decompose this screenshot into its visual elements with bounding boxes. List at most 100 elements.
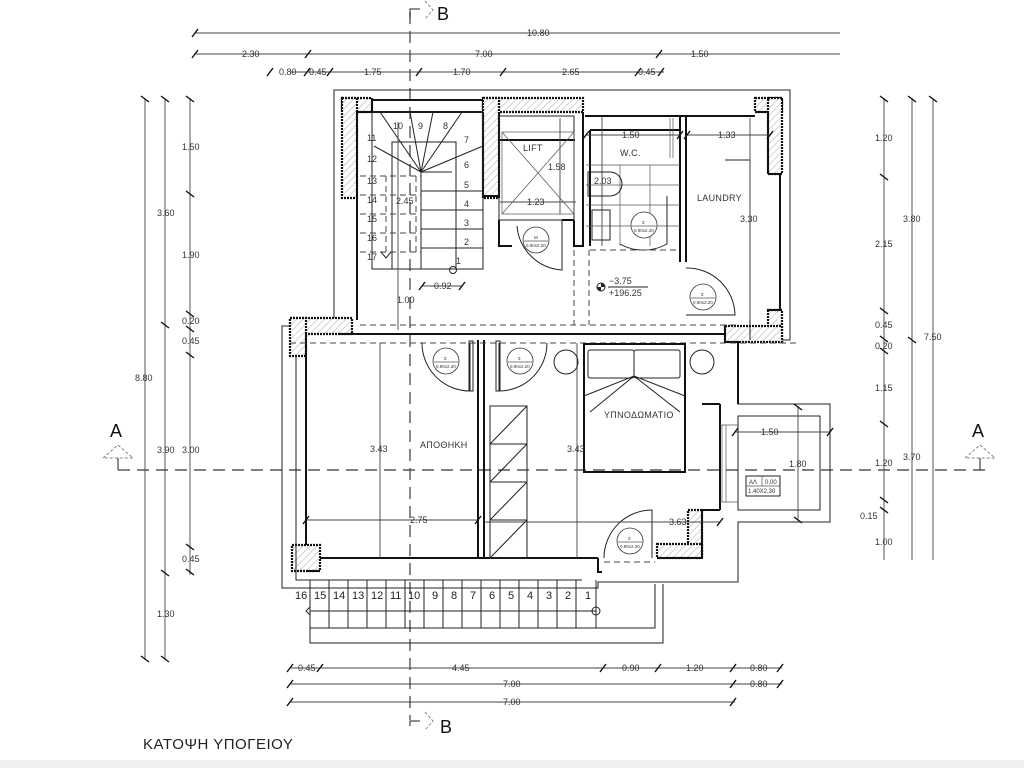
ext-step-15: 15 <box>314 590 326 602</box>
ext-step-1: 1 <box>585 590 591 602</box>
dim-right-i-1: 1.20 <box>875 133 893 143</box>
dim-top-r3-3: 1.75 <box>364 67 382 77</box>
ext-step-12: 12 <box>371 590 383 602</box>
dim-left-m-1: 3.60 <box>157 208 175 218</box>
dim-top-r2-2: 7.00 <box>475 49 493 59</box>
room-label-bedroom: ΥΠΝΟΔΩΜΑΤΙΟ <box>604 410 674 420</box>
dim-right-i-4: 0.20 <box>875 341 893 351</box>
window-sill: 0.00 <box>765 480 777 486</box>
dim-right-m-1: 3.80 <box>903 214 921 224</box>
door-lift-size: 0.90x2.20 <box>526 243 546 248</box>
dim-top-r2-3: 1.50 <box>691 49 709 59</box>
stair-step-7: 7 <box>464 135 469 145</box>
stair-step-13: 13 <box>367 176 377 186</box>
dim-left-i-5: 3.00 <box>182 445 200 455</box>
room-label-wc: W.C. <box>620 148 641 158</box>
door-wc-size: 0.90x2.20 <box>634 228 654 233</box>
dim-bedroom-width: 3.63 <box>669 517 687 527</box>
light-well <box>720 403 834 524</box>
stair-step-3: 3 <box>464 218 469 228</box>
dim-bottom-r3-1: 7.00 <box>503 697 521 707</box>
dim-bottom-r1-3: 0.90 <box>622 663 640 673</box>
dim-storage-width: 2.75 <box>410 515 428 525</box>
dim-right-total: 7.50 <box>924 332 942 342</box>
stair-step-6: 6 <box>464 160 469 170</box>
door-hall-type: Σ <box>518 356 521 361</box>
door-lift <box>522 226 550 254</box>
dim-wc-width: 1.50 <box>622 130 640 140</box>
dim-left-m-2: 3.90 <box>157 445 175 455</box>
dim-lift-depth: 1.58 <box>548 162 566 172</box>
stair-step-4: 4 <box>464 199 469 209</box>
ext-step-5: 5 <box>508 590 514 602</box>
storage-room <box>302 343 528 559</box>
dim-lightwell-width: 1.50 <box>761 427 779 437</box>
drawing-title: ΚΑΤΟΨΗ ΥΠΟΓΕΙΟΥ <box>143 736 294 753</box>
structural-walls <box>288 96 784 573</box>
stair-step-14: 14 <box>367 195 377 205</box>
room-label-laundry: LAUNDRY <box>697 193 742 203</box>
door-laundry <box>689 283 717 311</box>
dim-right-m-2: 3.70 <box>903 452 921 462</box>
stair-step-10: 10 <box>393 121 403 131</box>
dim-lightwell-depth: 1.80 <box>789 459 807 469</box>
dim-bottom-r1-5: 0.80 <box>750 663 768 673</box>
ext-step-3: 3 <box>546 590 552 602</box>
door-wc-type: Σ <box>642 220 645 225</box>
ext-step-13: 13 <box>352 590 364 602</box>
ext-step-16: 16 <box>295 590 307 602</box>
dim-bottom-r1-4: 1.20 <box>686 663 704 673</box>
lift-shaft <box>498 115 576 271</box>
level-absolute: +196.25 <box>609 288 642 298</box>
level-relative: −3.75 <box>609 276 632 286</box>
hall-area <box>290 249 800 344</box>
stair-step-1: 1 <box>456 256 461 266</box>
bottom-dimensions <box>286 663 784 707</box>
door-hall <box>495 340 548 392</box>
dim-stair-width: 0.92 <box>434 281 452 291</box>
dim-left-i-3: 0.20 <box>182 316 200 326</box>
dim-top-total: 10.80 <box>527 28 550 38</box>
door-laundry-type: Σ <box>701 292 704 297</box>
dim-right-i-5: 1.15 <box>875 383 893 393</box>
dim-right-i-6: 1.20 <box>875 458 893 468</box>
section-marker-b-top: B <box>437 4 449 24</box>
right-dimensions <box>879 95 938 560</box>
stair-step-17: 17 <box>367 252 377 262</box>
internal-staircase <box>360 111 484 330</box>
door-storage-size: 0.90x2.20 <box>436 364 456 369</box>
ext-step-2: 2 <box>565 590 571 602</box>
ext-step-9: 9 <box>432 590 438 602</box>
dim-bedroom-depth: 3.43 <box>567 444 585 454</box>
dim-left-i-1: 1.50 <box>182 142 200 152</box>
dim-top-r3-6: 0.45 <box>638 67 656 77</box>
level-marker <box>596 282 648 292</box>
section-marker-a-right: A <box>972 421 984 441</box>
dim-bottom-r1-1: 0.45 <box>298 663 316 673</box>
door-storage-type: Σ <box>444 356 447 361</box>
dim-stair-length: 2.45 <box>396 196 414 206</box>
dim-right-i-8: 1.00 <box>875 537 893 547</box>
dim-left-i-4: 0.45 <box>182 336 200 346</box>
dim-right-i-3: 0.45 <box>875 320 893 330</box>
section-line-a <box>102 444 996 471</box>
bedroom <box>484 343 724 558</box>
dim-storage-depth: 3.43 <box>370 444 388 454</box>
window-code: ΑΛ <box>749 480 757 486</box>
stair-step-16: 16 <box>367 233 377 243</box>
bottom-strip <box>0 760 1024 768</box>
dim-left-total: 8.80 <box>135 373 153 383</box>
dim-top-r3-2: 0.45 <box>309 67 327 77</box>
dim-top-r3-4: 1.70 <box>453 67 471 77</box>
section-marker-b-bottom: B <box>440 717 452 737</box>
dim-top-r2-1: 2.30 <box>242 49 260 59</box>
stair-step-8: 8 <box>443 121 448 131</box>
dim-laundry-width: 1.33 <box>718 130 736 140</box>
top-dimensions <box>191 28 840 77</box>
dim-right-i-7: 0.15 <box>860 511 878 521</box>
ext-step-6: 6 <box>489 590 495 602</box>
door-storage <box>421 340 474 392</box>
dim-top-r3-5: 2.65 <box>562 67 580 77</box>
dim-laundry-depth: 3.30 <box>740 214 758 224</box>
